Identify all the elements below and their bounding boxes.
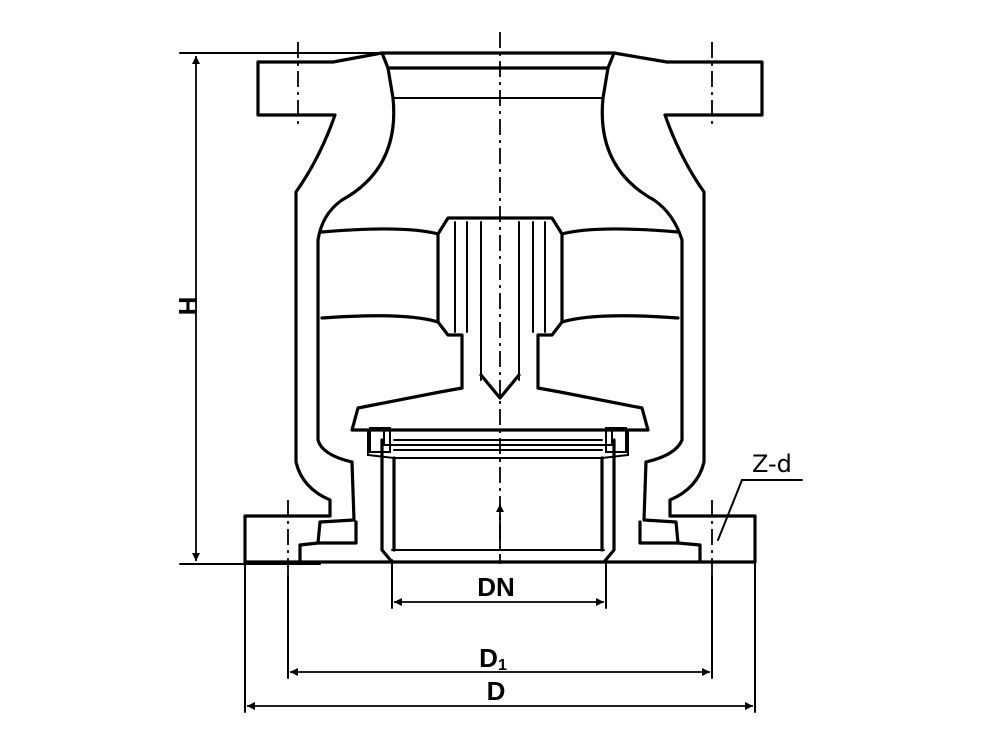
dn-label: DN [477, 572, 515, 602]
dimension-labels: H DN D1 D Z-d [173, 297, 792, 706]
height-label: H [173, 297, 203, 316]
d-label: D [487, 676, 506, 706]
d1-label-base: D [479, 643, 498, 673]
bolt-hole-leader [717, 479, 743, 541]
seat-and-inlet [298, 438, 702, 564]
dimension-lines [179, 52, 803, 713]
d1-label-subscript: 1 [498, 657, 507, 674]
valve-body [243, 51, 764, 564]
centerlines [287, 32, 713, 575]
bolt-holes-label: Z-d [752, 450, 792, 478]
d1-label: D1 [479, 643, 507, 674]
